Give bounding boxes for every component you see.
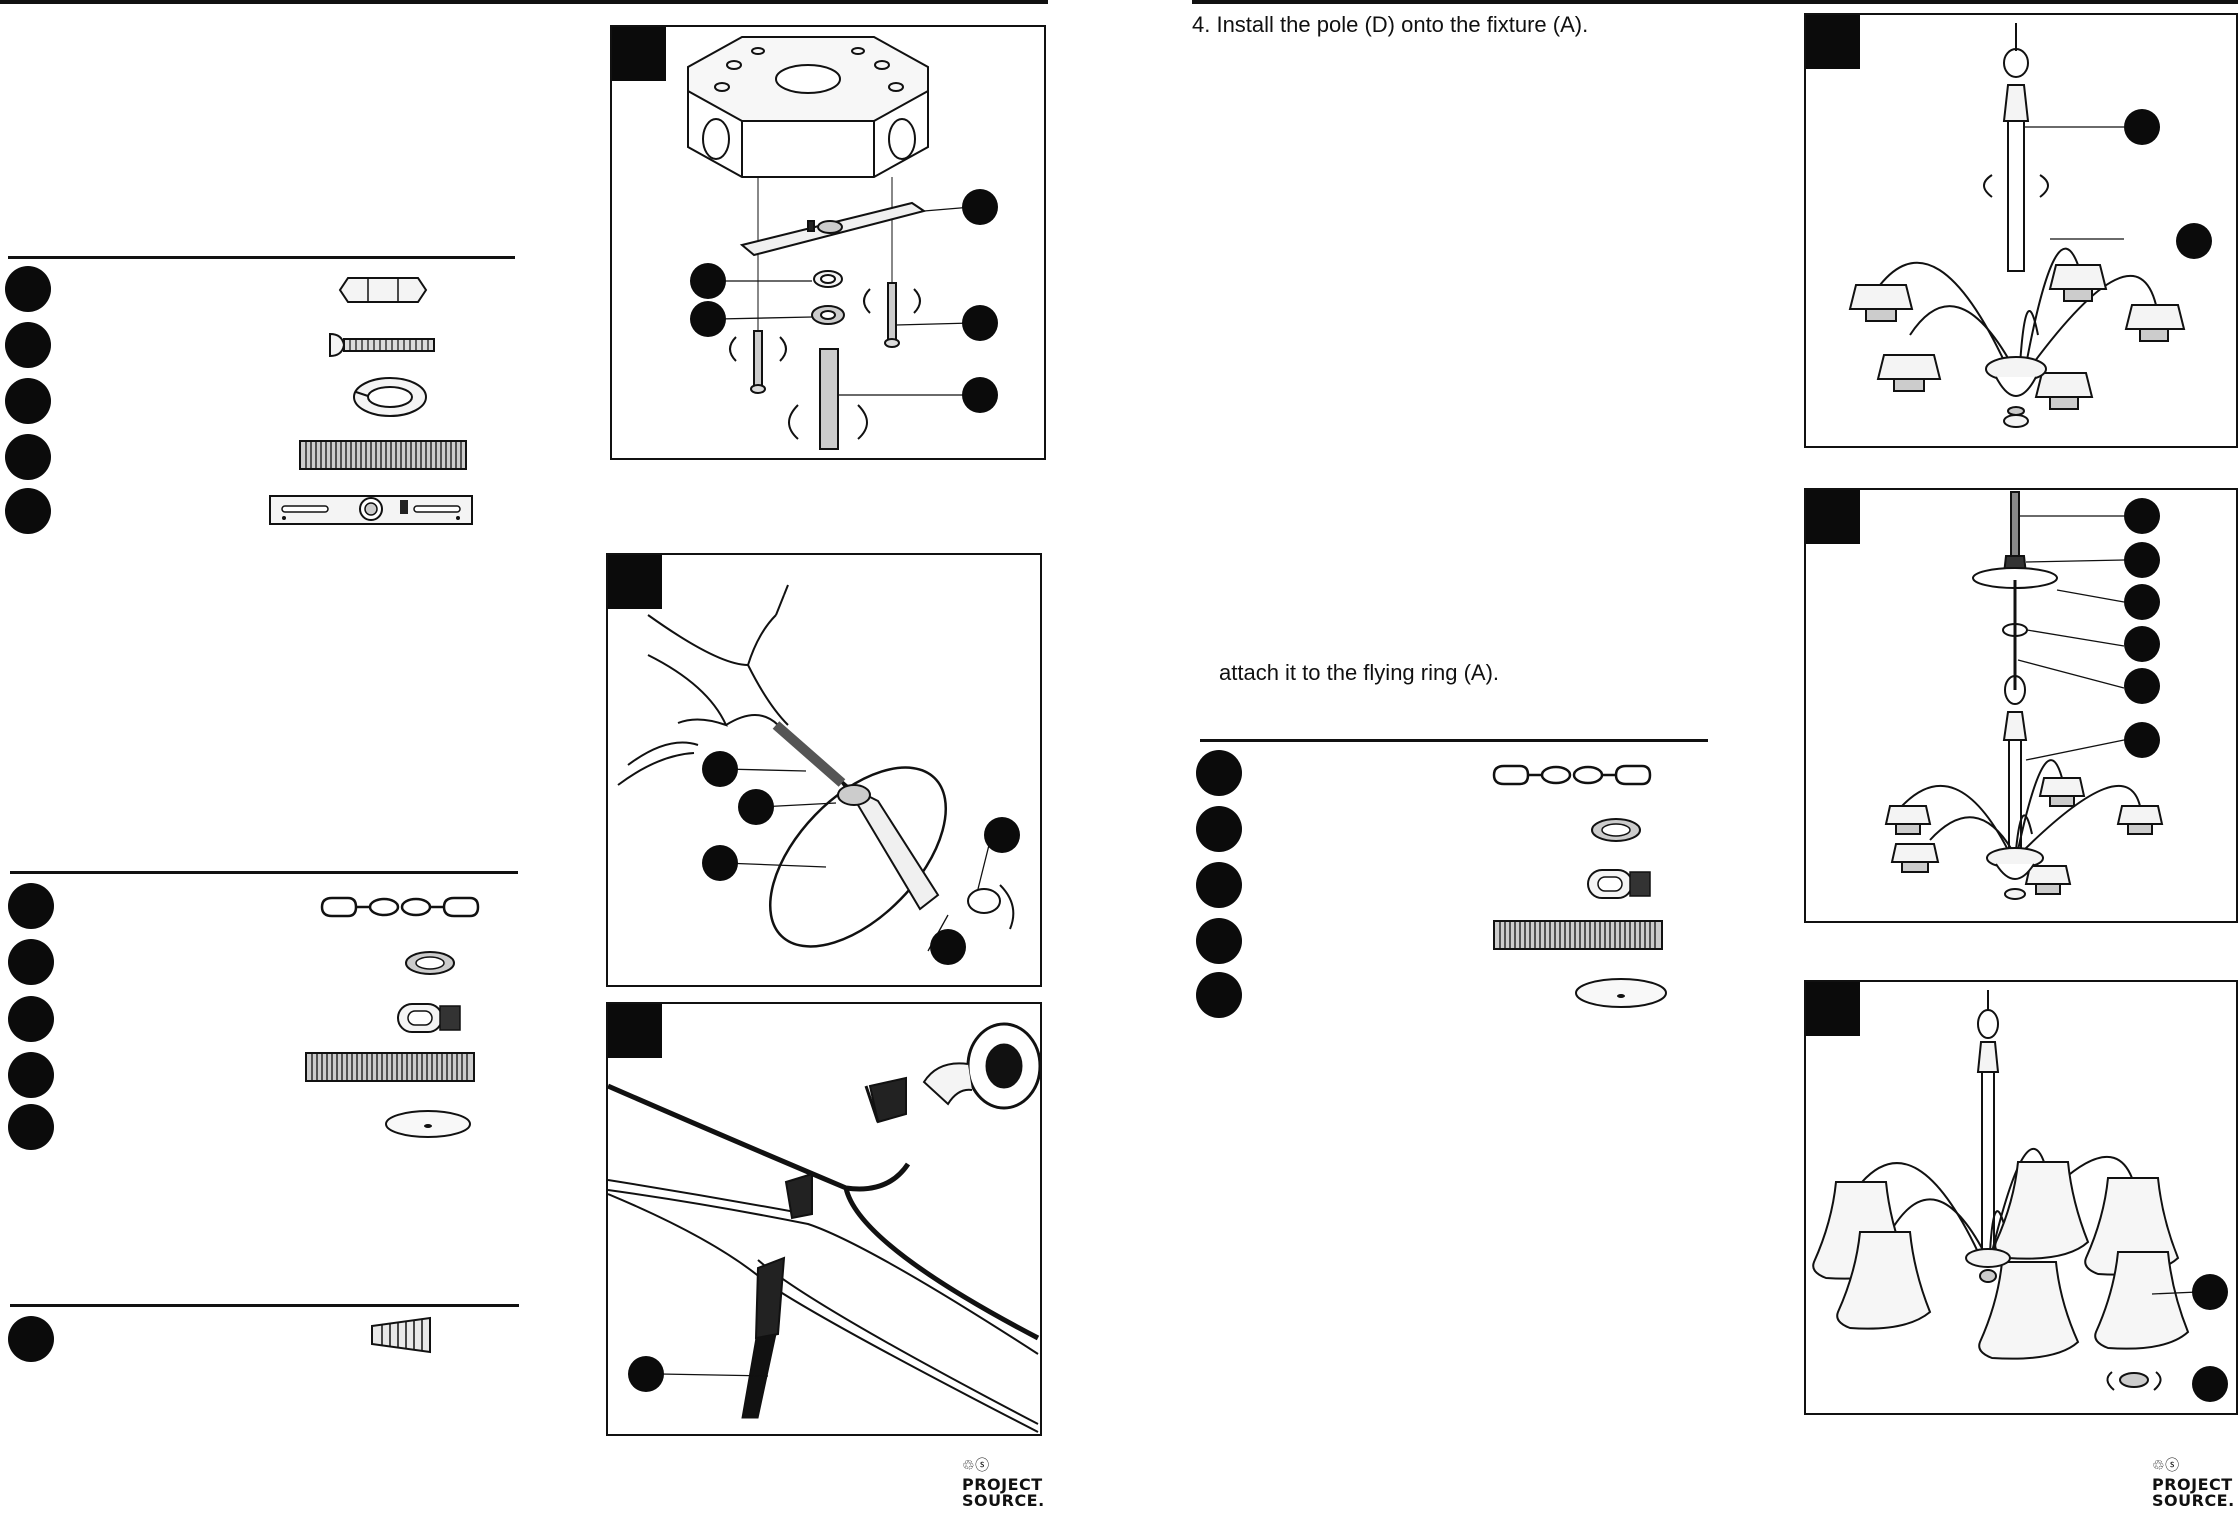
item-bullet bbox=[1196, 918, 1242, 964]
step-number-badge bbox=[1806, 490, 1860, 544]
item-bullet bbox=[5, 488, 51, 534]
loop-icon bbox=[397, 1003, 461, 1033]
recycle-icon: ♲ bbox=[2152, 1458, 2166, 1474]
step-4-instruction: 4. Install the pole (D) onto the fixture… bbox=[1192, 12, 1589, 37]
wire-connector-icon bbox=[371, 1316, 431, 1354]
callout-dot bbox=[962, 377, 998, 413]
callout-dot bbox=[2176, 223, 2212, 259]
item-bullet bbox=[8, 1052, 54, 1098]
callout-dot bbox=[690, 301, 726, 337]
threaded-pipe-icon bbox=[1493, 920, 1663, 950]
mounting-strap-icon bbox=[269, 495, 473, 525]
list-divider bbox=[10, 1304, 519, 1307]
dollar-icon: ⓢ bbox=[2165, 1458, 2180, 1474]
list-divider bbox=[8, 256, 515, 259]
callout-dot bbox=[690, 263, 726, 299]
brand-name-line1: PROJECT bbox=[2152, 1475, 2233, 1494]
item-bullet bbox=[8, 1316, 54, 1362]
step-5-instruction-fragment: attach it to the flying ring (A). bbox=[1219, 660, 1500, 685]
loop-icon bbox=[1587, 869, 1651, 899]
screw-icon bbox=[329, 332, 435, 358]
callout-dot bbox=[2124, 109, 2160, 145]
callout-dot bbox=[738, 789, 774, 825]
step-number-badge bbox=[608, 1004, 662, 1058]
threaded-nipple-icon bbox=[299, 440, 467, 470]
callout-dot bbox=[2124, 542, 2160, 578]
brand-name-line2: SOURCE. bbox=[962, 1491, 1045, 1510]
item-bullet bbox=[8, 883, 54, 929]
figure-panel-glass-shades bbox=[1804, 980, 2238, 1415]
step-number-badge bbox=[1806, 982, 1860, 1036]
item-bullet bbox=[5, 378, 51, 424]
item-bullet bbox=[8, 996, 54, 1042]
step-number-badge bbox=[608, 555, 662, 609]
canopy-plate-icon bbox=[1575, 978, 1667, 1008]
item-bullet bbox=[8, 939, 54, 985]
callout-dot bbox=[962, 305, 998, 341]
figure-panel-pole-install bbox=[1804, 13, 2238, 448]
lock-nut-icon bbox=[1591, 818, 1641, 842]
callout-dot bbox=[2124, 626, 2160, 662]
step-number-badge bbox=[612, 27, 666, 81]
figure-panel-chain-assembly bbox=[1804, 488, 2238, 923]
callout-dot bbox=[702, 751, 738, 787]
figure-panel-canopy-wiring bbox=[606, 553, 1042, 987]
brand-logo-left: ♲ⓢ PROJECT SOURCE. bbox=[962, 1458, 1045, 1509]
callout-dot bbox=[702, 845, 738, 881]
callout-dot bbox=[930, 929, 966, 965]
recycle-icon: ♲ bbox=[962, 1458, 976, 1474]
item-bullet bbox=[5, 434, 51, 480]
callout-dot bbox=[628, 1356, 664, 1392]
lock-washer-icon bbox=[353, 377, 427, 417]
callout-dot bbox=[962, 189, 998, 225]
figure-panel-junction-box bbox=[610, 25, 1046, 460]
list-divider bbox=[1200, 739, 1708, 742]
chain-icon bbox=[320, 896, 480, 918]
canopy-plate-icon bbox=[385, 1110, 471, 1138]
glass-shades-diagram bbox=[1812, 990, 2228, 1402]
top-rule-right bbox=[1192, 0, 2238, 4]
figure-panel-wire-connection bbox=[606, 1002, 1042, 1436]
callout-dot bbox=[984, 817, 1020, 853]
item-bullet bbox=[1196, 972, 1242, 1018]
list-divider bbox=[10, 871, 518, 874]
chain-icon bbox=[1492, 764, 1652, 786]
item-bullet bbox=[1196, 862, 1242, 908]
callout-dot bbox=[2124, 498, 2160, 534]
callout-dot bbox=[2124, 584, 2160, 620]
item-bullet bbox=[5, 266, 51, 312]
callout-dot bbox=[2124, 668, 2160, 704]
top-rule-left bbox=[0, 0, 1048, 4]
chain-assembly-diagram bbox=[1884, 491, 2164, 900]
callout-dot bbox=[2192, 1366, 2228, 1402]
item-bullet bbox=[1196, 750, 1242, 796]
threaded-pipe-icon bbox=[305, 1052, 475, 1082]
item-bullet bbox=[1196, 806, 1242, 852]
junction-box-diagram bbox=[687, 36, 998, 450]
wire-connection-diagram bbox=[608, 1022, 1040, 1433]
item-bullet bbox=[8, 1104, 54, 1150]
dollar-icon: ⓢ bbox=[975, 1458, 990, 1474]
item-bullet bbox=[5, 322, 51, 368]
hex-nut-icon bbox=[338, 277, 428, 303]
brand-logo-right: ♲ⓢ PROJECT SOURCE. bbox=[2152, 1458, 2235, 1509]
step-number-badge bbox=[1806, 15, 1860, 69]
callout-dot bbox=[2192, 1274, 2228, 1310]
brand-name-line2: SOURCE. bbox=[2152, 1491, 2235, 1510]
pole-install-diagram bbox=[1848, 23, 2212, 428]
brand-name-line1: PROJECT bbox=[962, 1475, 1043, 1494]
canopy-wiring-diagram bbox=[617, 584, 1020, 965]
lock-nut-icon bbox=[405, 951, 455, 975]
callout-dot bbox=[2124, 722, 2160, 758]
